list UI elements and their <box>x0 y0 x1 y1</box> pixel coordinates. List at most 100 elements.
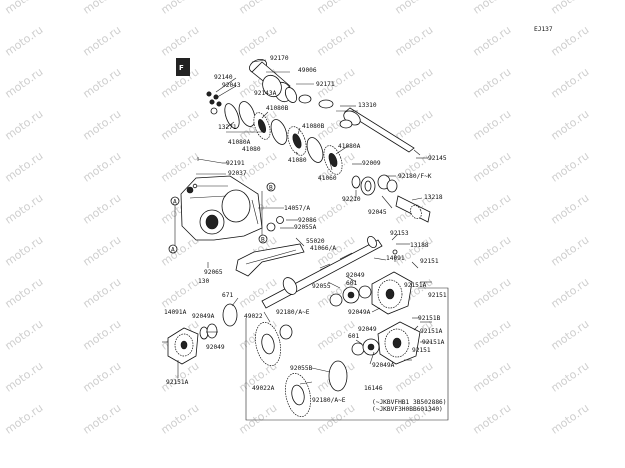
watermark-text: moto.ru <box>80 65 123 100</box>
left-case-14091A <box>162 323 218 378</box>
label-92043: 92043 <box>222 82 241 89</box>
watermark-text: moto.ru <box>548 359 591 394</box>
watermark-text: moto.ru <box>314 0 357 17</box>
label-601-1: 601 <box>346 280 357 287</box>
watermark-text: moto.ru <box>392 107 435 142</box>
watermark-text: moto.ru <box>548 0 591 17</box>
label-41080A-2: 41080A <box>338 143 361 150</box>
watermark-text: moto.ru <box>470 275 513 310</box>
label-92086: 92086 <box>298 217 317 224</box>
label-92170: 92170 <box>270 55 289 62</box>
label-92151A-left: 92151A <box>166 379 189 386</box>
watermark-text: moto.ru <box>2 191 45 226</box>
label-14091-1: 14091 <box>386 255 405 262</box>
watermark-text: moto.ru <box>158 23 201 58</box>
variant-box <box>245 287 449 421</box>
watermark-text: moto.ru <box>2 107 45 142</box>
label-92049A-2: 92049A <box>192 313 215 320</box>
watermark-text: moto.ru <box>236 401 279 436</box>
watermark-text: moto.ru <box>2 65 45 100</box>
label-note-2: (~JKBVF3H0BB601340) <box>372 406 443 413</box>
label-92153: 92153 <box>390 230 409 237</box>
label-92180AE-1: 92180/A~E <box>276 309 310 316</box>
label-14057: 14057/A <box>284 205 310 212</box>
watermark-text: moto.ru <box>548 275 591 310</box>
watermark-text: moto.ru <box>548 401 591 436</box>
label-41080B-2: 41080B <box>302 123 325 130</box>
label-92049-3: 92049 <box>358 326 377 333</box>
watermark-text: moto.ru <box>470 233 513 268</box>
ring-gear-49022A <box>285 360 348 418</box>
svg-text:B: B <box>261 237 265 244</box>
label-92191: 92191 <box>226 160 245 167</box>
label-92037: 92037 <box>228 170 247 177</box>
right-case-upper <box>329 249 419 315</box>
watermark-text: moto.ru <box>158 275 201 310</box>
watermark-text: moto.ru <box>158 107 201 142</box>
watermark-text: moto.ru <box>548 107 591 142</box>
watermark-text: moto.ru <box>548 191 591 226</box>
watermark-text: moto.ru <box>158 359 201 394</box>
label-41080-1: 41080 <box>242 146 261 153</box>
label-671: 671 <box>222 292 233 299</box>
watermark-text: moto.ru <box>2 0 45 17</box>
watermark-text: moto.ru <box>548 65 591 100</box>
boot-assembly <box>249 58 298 103</box>
watermark-text: moto.ru <box>470 65 513 100</box>
watermark-text: moto.ru <box>470 359 513 394</box>
part-number-labels: 92170 49006 92140 92043 92143A 92171 133… <box>164 55 447 413</box>
ring-gear-49022 <box>255 321 293 367</box>
label-note-1: (~JKBVFHB1 3B502886) <box>372 399 447 406</box>
label-92049-1: 92049 <box>346 272 365 279</box>
label-41080-2: 41080 <box>288 157 307 164</box>
watermark-text: moto.ru <box>80 233 123 268</box>
drive-shaft-41066 <box>261 235 383 309</box>
svg-text:A: A <box>173 199 177 206</box>
bolt-92191 <box>197 157 223 164</box>
watermark-text: moto.ru <box>470 401 513 436</box>
label-49022A: 49022A <box>252 385 275 392</box>
label-601-2: 601 <box>348 333 359 340</box>
svg-text:F: F <box>179 64 184 72</box>
label-41060: 41060 <box>318 175 337 182</box>
label-92151A-1: 92151A <box>404 282 427 289</box>
label-55020: 55020 <box>306 238 325 245</box>
label-13271: 13271 <box>218 124 237 131</box>
watermark-text: moto.ru <box>80 191 123 226</box>
watermark-text: moto.ru <box>2 401 45 436</box>
label-92180FK: 92180/F~K <box>398 173 432 180</box>
watermark-text: moto.ru <box>470 317 513 352</box>
watermark-text: moto.ru <box>548 149 591 184</box>
label-92145: 92145 <box>428 155 447 162</box>
label-13188: 13188 <box>410 242 429 249</box>
label-92009: 92009 <box>362 160 381 167</box>
label-92055: 92055 <box>312 283 331 290</box>
label-92140: 92140 <box>214 74 233 81</box>
watermark-text: moto.ru <box>470 107 513 142</box>
label-13218: 13218 <box>424 194 443 201</box>
watermark-text: moto.ru <box>2 23 45 58</box>
watermark-text: moto.ru <box>80 275 123 310</box>
label-13310: 13310 <box>358 102 377 109</box>
watermark-text: moto.ru <box>80 0 123 17</box>
label-92151B: 92151B <box>418 315 441 322</box>
bracket-55020 <box>235 243 305 277</box>
watermark-text: moto.ru <box>470 191 513 226</box>
label-41066: 41066/A <box>310 245 336 252</box>
label-49006: 49006 <box>298 67 317 74</box>
gasket-671 <box>222 303 238 327</box>
right-case-lower <box>351 317 421 365</box>
watermark-text: moto.ru <box>80 317 123 352</box>
callout-markers: B A A B <box>168 182 276 254</box>
watermark-text: moto.ru <box>392 359 435 394</box>
watermark-text: moto.ru <box>236 23 279 58</box>
label-92151-1: 92151 <box>420 258 439 265</box>
watermark-text: moto.ru <box>236 275 279 310</box>
label-92143A: 92143A <box>254 90 277 97</box>
watermark-text: moto.ru <box>392 23 435 58</box>
label-92171: 92171 <box>316 81 335 88</box>
label-92049A-3: 92049A <box>372 362 395 369</box>
label-49022: 49022 <box>244 313 263 320</box>
